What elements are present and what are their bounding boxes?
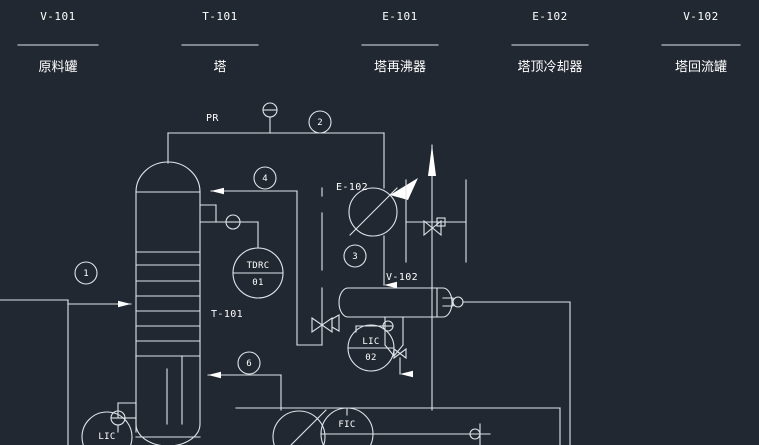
riser-hand-valve [405, 179, 467, 263]
vapor-riser-header [428, 144, 436, 411]
header-name-v102: 塔回流罐 [674, 60, 728, 75]
condenser-tag-label: E-102 [336, 182, 369, 193]
stream-bubble-3: 3 [352, 252, 358, 262]
stream-bubble-1: 1 [83, 269, 89, 279]
reflux-to-column [296, 329, 323, 346]
lic02-bubble [347, 324, 395, 372]
fic-top-text: FIC [338, 420, 356, 430]
header-tag-v101: V-101 [40, 10, 76, 23]
product-control-valve [393, 347, 413, 378]
column-bottom-weir [135, 355, 183, 425]
header-tag-e101: E-101 [382, 10, 418, 23]
lic02-top-text: LIC [362, 337, 380, 347]
lic01-top-text: LIC [98, 432, 116, 442]
pressure-gauge-pr [262, 102, 278, 134]
tdrc-top-text: TDRC [246, 261, 270, 271]
column-t101-shell [135, 161, 201, 445]
header-name-v101: 原料罐 [38, 60, 78, 75]
header-tag-t101: T-101 [202, 10, 238, 23]
fic-piping [235, 407, 561, 445]
condenser-e102 [348, 178, 418, 237]
tdrc-bubble [232, 247, 284, 299]
header-name-t101: 塔 [213, 60, 227, 75]
stream4-line [210, 187, 298, 346]
header-tag-v102: V-102 [683, 10, 719, 23]
tdrc-bottom-text: 01 [252, 278, 264, 288]
column-tag-label: T-101 [211, 309, 244, 320]
header-tag-e102: E-102 [532, 10, 568, 23]
reflux-drum-tag-label: V-102 [386, 272, 419, 283]
pressure-recorder-label: PR [206, 113, 219, 124]
tdrc-tap [199, 204, 259, 249]
column-trays [135, 251, 201, 357]
lic01-bubble [81, 411, 133, 445]
stream-bubble-4: 4 [262, 174, 268, 184]
reboiler-return-line [207, 371, 282, 411]
reboiler-e101 [272, 409, 327, 445]
drum-right-outlet [462, 301, 571, 445]
header-name-e101: 塔再沸器 [373, 60, 427, 75]
stream-bubbles [74, 110, 367, 375]
reflux-control-valve [311, 314, 340, 334]
header-name-e102: 塔顶冷却器 [517, 60, 583, 75]
feed-line-stream1 [0, 299, 132, 308]
lic02-bottom-text: 02 [365, 353, 377, 363]
stream-bubble-2: 2 [317, 118, 323, 128]
stream-bubble-6: 6 [246, 359, 252, 369]
overhead-vapor-line [167, 132, 385, 171]
reflux-drum-v102 [338, 287, 464, 357]
